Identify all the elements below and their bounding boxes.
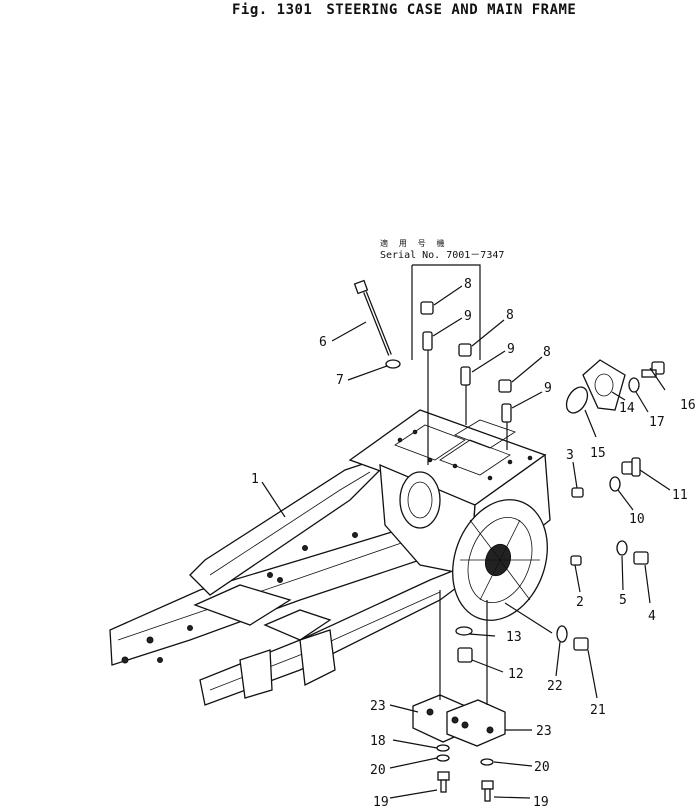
- callout-12: 12: [508, 667, 524, 682]
- part-5-o-ring: [616, 540, 628, 556]
- callout-11: 11: [672, 488, 688, 503]
- callout-23-left: 23: [370, 699, 386, 714]
- callout-18: 18: [370, 734, 386, 749]
- callout-23-right: 23: [536, 724, 552, 739]
- callout-20-right: 20: [534, 760, 550, 775]
- part-21-fitting: [573, 637, 589, 651]
- leader-lines: [261, 285, 671, 799]
- callout-21: 21: [590, 703, 606, 718]
- callout-6: 6: [319, 335, 327, 350]
- callout-8-a: 8: [464, 277, 472, 292]
- callout-10: 10: [629, 512, 645, 527]
- callout-19-right: 19: [533, 795, 549, 809]
- part-16-bolt: [641, 361, 665, 378]
- part-14-cover: [582, 359, 626, 411]
- main-frame: [109, 459, 461, 706]
- callout-1: 1: [251, 472, 259, 487]
- figure-title-text: STEERING CASE AND MAIN FRAME: [326, 2, 577, 18]
- callout-15: 15: [590, 446, 606, 461]
- part-20-washer-right: [480, 758, 494, 766]
- part-18-washer: [436, 744, 450, 752]
- callout-9-a: 9: [464, 309, 472, 324]
- callout-9-b: 9: [507, 342, 515, 357]
- part-11-fitting: [621, 457, 641, 477]
- callout-22: 22: [547, 679, 563, 694]
- callout-19-left: 19: [373, 795, 389, 809]
- callout-5: 5: [619, 593, 627, 608]
- part-3-plug: [571, 487, 584, 498]
- part-20-washer-left: [436, 754, 450, 762]
- part-7-washer: [385, 359, 401, 369]
- callout-labels: 1 2 3 4 5 6 7 8 8 8 9 9 9 10 11 12 13 14…: [251, 277, 696, 809]
- figure-title: Fig. 1301 STEERING CASE AND MAIN FRAME: [232, 2, 576, 18]
- steering-case: [348, 409, 551, 621]
- part-8-plugs: [420, 301, 512, 393]
- callout-3: 3: [566, 448, 574, 463]
- callout-9-c: 9: [544, 381, 552, 396]
- part-6-long-bolt: [353, 279, 392, 356]
- callout-7: 7: [336, 373, 344, 388]
- callout-4: 4: [648, 609, 656, 624]
- serial-note-text: Serial No. 7001－7347: [380, 250, 505, 261]
- callout-2: 2: [576, 595, 584, 610]
- part-22-o-ring: [556, 625, 568, 643]
- callout-16: 16: [680, 398, 696, 413]
- part-13-o-ring: [455, 626, 473, 636]
- part-2-plug: [570, 555, 582, 566]
- callout-17: 17: [649, 415, 665, 430]
- figure-number: Fig. 1301: [232, 2, 313, 18]
- part-12-fitting: [457, 647, 473, 663]
- part-10-o-ring: [609, 476, 621, 492]
- part-15-o-ring: [565, 386, 589, 414]
- serial-note-japanese: 適 用 号 機: [380, 239, 448, 248]
- serial-bracket: [411, 264, 481, 360]
- serial-note: 適 用 号 機 Serial No. 7001－7347: [380, 238, 504, 262]
- callout-8-c: 8: [543, 345, 551, 360]
- part-17-washer: [628, 377, 640, 393]
- part-4-fitting: [633, 551, 649, 565]
- callout-20-left: 20: [370, 763, 386, 778]
- callout-8-b: 8: [506, 308, 514, 323]
- part-9-nipples: [422, 331, 512, 465]
- callout-14: 14: [619, 401, 635, 416]
- part-23-blocks: [412, 694, 506, 747]
- part-19-bolts: [437, 771, 494, 802]
- callout-13: 13: [506, 630, 522, 645]
